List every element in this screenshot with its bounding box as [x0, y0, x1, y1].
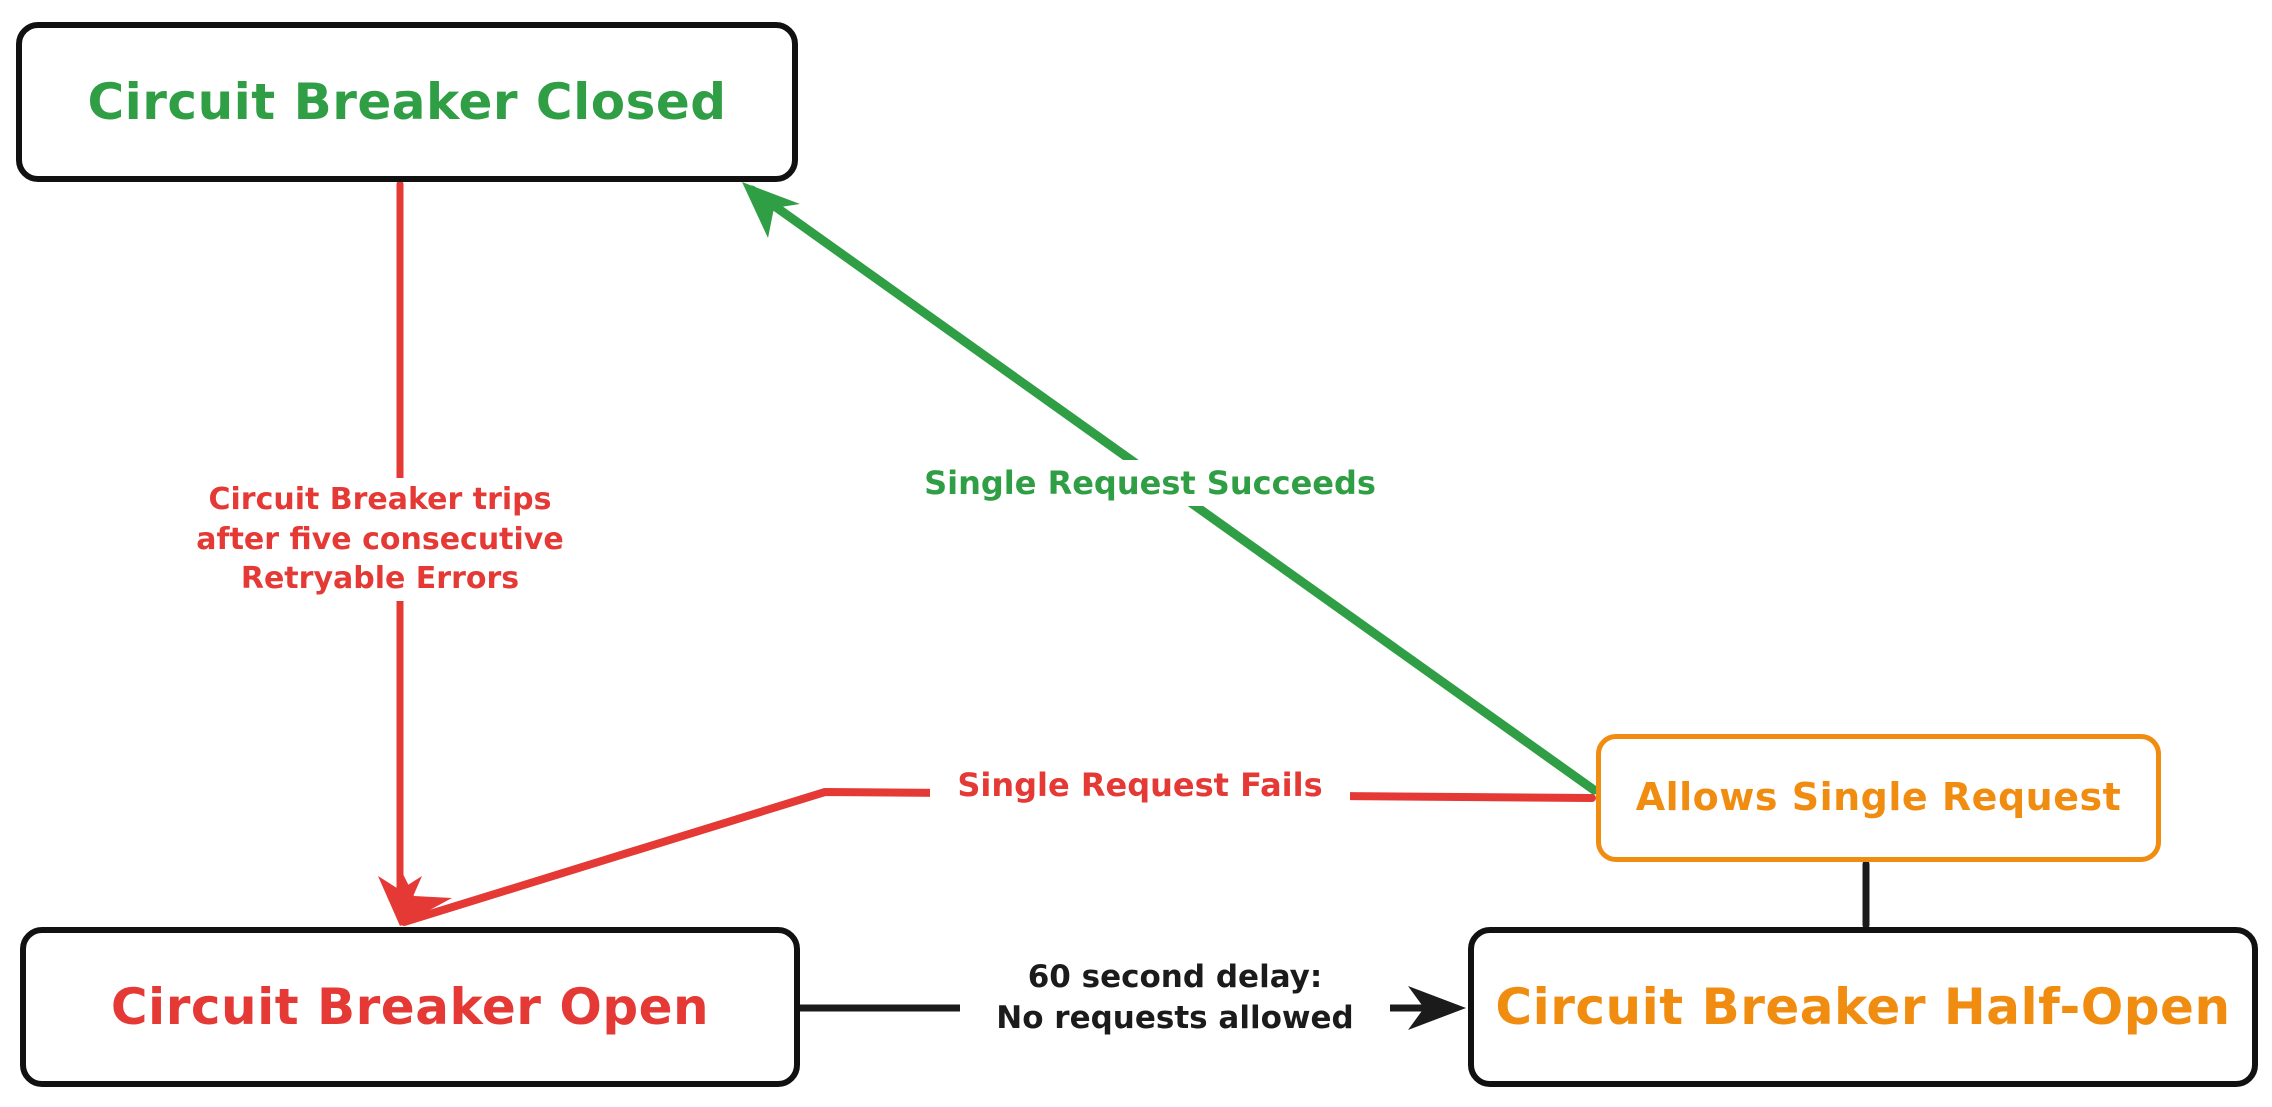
node-label-circuit-breaker-open: Circuit Breaker Open	[110, 977, 710, 1036]
edge-label-60-second-delay: 60 second delay: No requests allowed	[960, 955, 1390, 1041]
edge-line-allows-to-open	[400, 788, 1596, 926]
node-circuit-breaker-half-open[interactable]: Circuit Breaker Half-Open	[1468, 927, 2258, 1087]
node-circuit-breaker-closed[interactable]: Circuit Breaker Closed	[16, 22, 798, 182]
node-label-circuit-breaker-closed: Circuit Breaker Closed	[87, 72, 727, 131]
edge-label-single-request-fails: Single Request Fails	[930, 762, 1350, 809]
arrowhead-open-to-half-open	[1408, 986, 1466, 1030]
arrowhead-closed-to-open	[378, 876, 422, 926]
arrowhead-allows-to-open	[400, 872, 452, 926]
edge-label-circuit-breaker-trips: Circuit Breaker trips after five consecu…	[170, 478, 590, 601]
node-circuit-breaker-open[interactable]: Circuit Breaker Open	[20, 927, 800, 1087]
edge-allows-to-open	[400, 788, 1596, 926]
arrowhead-allows-to-closed	[742, 182, 800, 238]
node-label-circuit-breaker-half-open: Circuit Breaker Half-Open	[1495, 977, 2231, 1036]
edge-label-single-request-succeeds: Single Request Succeeds	[895, 460, 1405, 507]
node-label-allows-single-request: Allows Single Request	[1635, 775, 2122, 820]
node-allows-single-request[interactable]: Allows Single Request	[1596, 734, 2161, 862]
